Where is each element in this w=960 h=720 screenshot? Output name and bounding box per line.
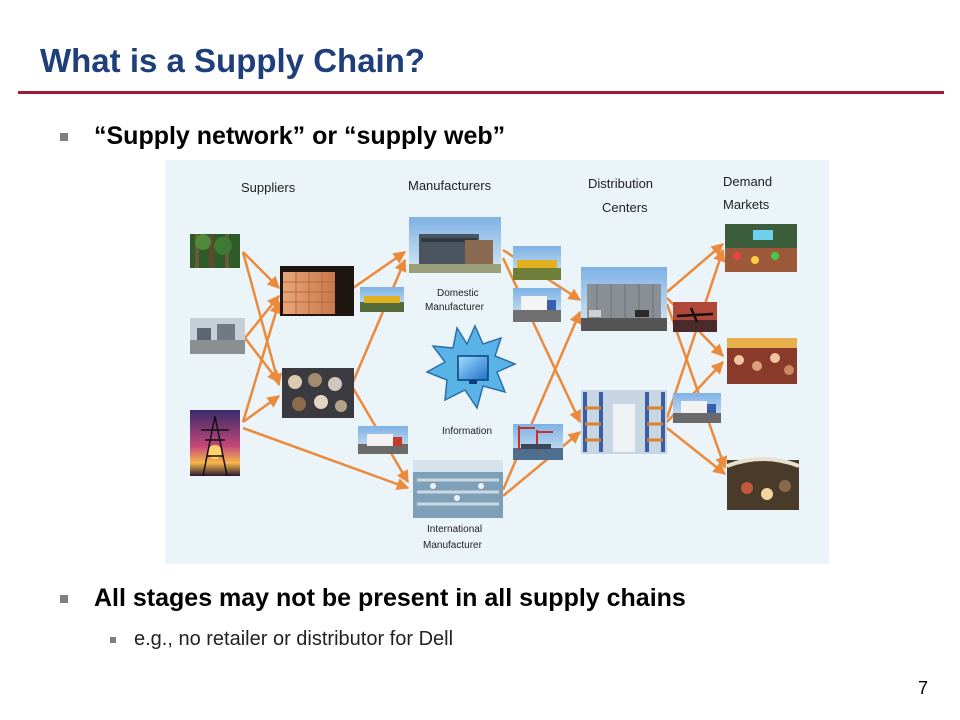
header-manufacturers: Manufacturers: [408, 178, 492, 193]
demand-market-photo-1: [725, 224, 797, 272]
distribution-center-photo-2: [581, 390, 667, 454]
title-divider: [18, 91, 944, 94]
information-label: Information: [442, 426, 492, 437]
domestic-manufacturer-photo: [409, 217, 501, 273]
truck-photo-2: [513, 288, 561, 322]
arrow: [352, 250, 407, 290]
bullet-square-icon: [60, 132, 68, 141]
header-suppliers: Suppliers: [241, 180, 296, 195]
arrow: [501, 257, 582, 424]
distribution-center-photo-1: [581, 267, 667, 331]
arrow: [666, 427, 726, 475]
supplier-forest-photo: [190, 234, 240, 268]
bullet-text: “Supply network” or “supply web”: [94, 122, 506, 150]
arrow: [242, 426, 410, 491]
arrow: [665, 248, 726, 419]
truck-photo-3: [673, 393, 721, 423]
header-demand-line2: Markets: [723, 197, 770, 212]
arrow: [242, 251, 280, 289]
international-label-line1: International: [427, 524, 482, 535]
truck-photo-1: [358, 426, 408, 454]
demand-market-photo-3: [726, 457, 800, 510]
domestic-label-line2: Manufacturer: [425, 302, 485, 313]
bullet-supply-network: “Supply network” or “supply web”: [60, 122, 505, 151]
arrow: [502, 431, 581, 497]
train-photo-2: [513, 246, 561, 280]
sub-bullet-text: e.g., no retailer or distributor for Del…: [134, 628, 454, 650]
supplier-power-tower-photo: [190, 410, 240, 477]
bullet-all-stages: All stages may not be present in all sup…: [60, 584, 686, 613]
header-demand-line1: Demand: [723, 174, 772, 189]
train-photo-1: [360, 287, 404, 312]
supplier-mining-photo: [190, 318, 245, 354]
domestic-label-line1: Domestic: [437, 288, 479, 299]
international-manufacturer-photo: [413, 460, 503, 518]
sub-bullet-square-icon: [110, 636, 116, 643]
international-label-line2: Manufacturer: [423, 540, 483, 551]
header-distribution-line1: Distribution: [588, 176, 653, 191]
arrow: [241, 300, 282, 423]
slide-title: What is a Supply Chain?: [40, 42, 426, 79]
sub-bullet-dell: e.g., no retailer or distributor for Del…: [110, 628, 453, 651]
arrow: [351, 258, 407, 383]
supply-chain-diagram: Suppliers Manufacturers Distribution Cen…: [165, 160, 829, 564]
demand-market-photo-2: [727, 338, 797, 384]
lumber-stack-photo: [280, 266, 354, 316]
arrow: [501, 310, 582, 491]
monitor-icon: [457, 355, 489, 381]
bullet-square-icon: [60, 594, 68, 603]
textile-factory-photo: [282, 368, 354, 418]
arrow: [242, 394, 281, 424]
header-distribution-line2: Centers: [602, 200, 648, 215]
information-starburst: [425, 324, 517, 410]
port-cranes-photo: [513, 424, 563, 460]
airplane-photo: [673, 302, 717, 332]
page-number: 7: [918, 678, 929, 698]
bullet-text: All stages may not be present in all sup…: [94, 584, 686, 612]
